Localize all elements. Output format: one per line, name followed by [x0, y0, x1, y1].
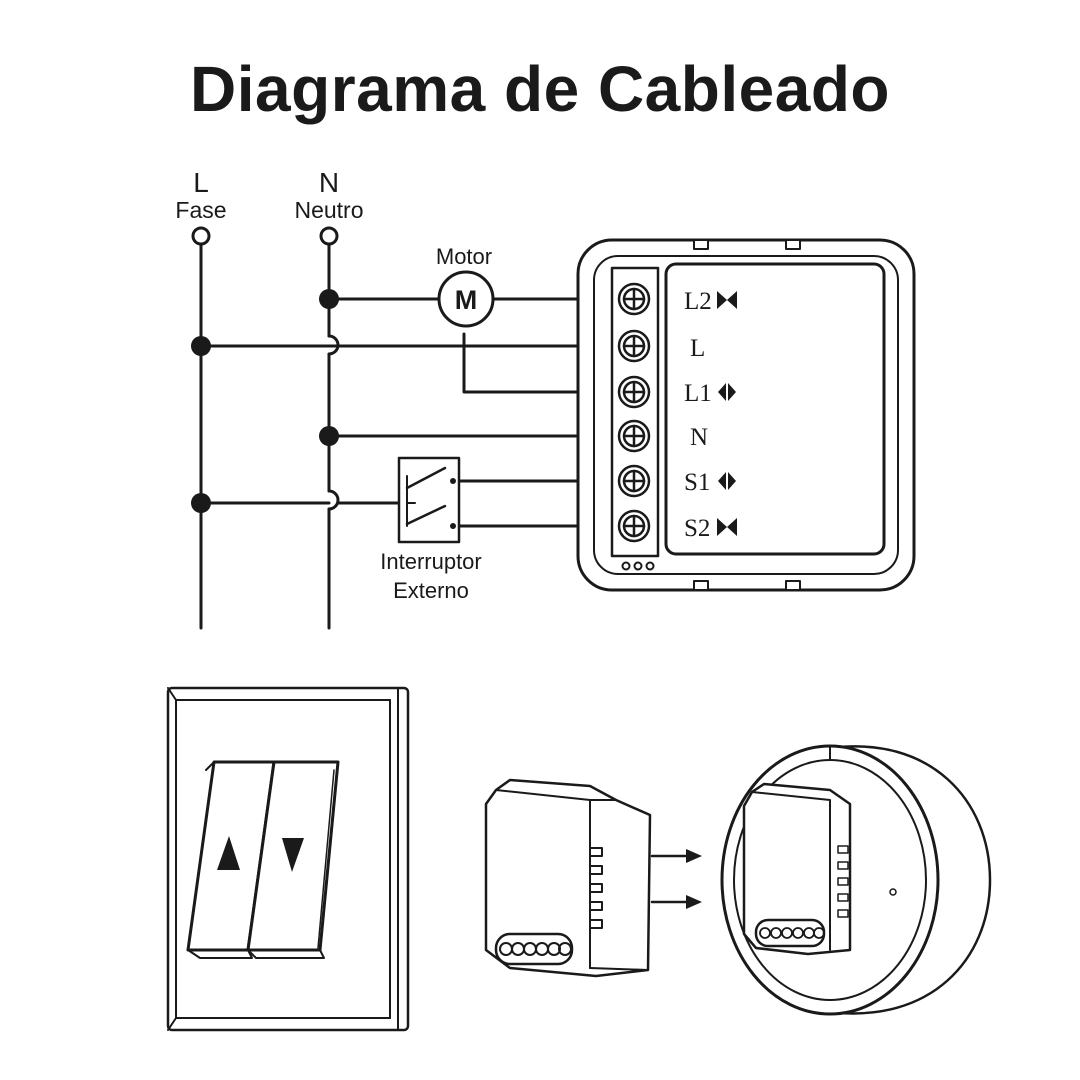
phase-line [191, 226, 211, 630]
up-arrow-icon [217, 836, 240, 870]
motor-symbol [437, 270, 495, 328]
switch-label-line2: Externo [393, 578, 469, 603]
diagram-title: Diagrama de Cableado [190, 53, 890, 125]
screw-terminal-l [617, 329, 651, 363]
switch-label-line1: Interruptor [380, 549, 482, 574]
bowtie-icon [717, 291, 737, 309]
phase-label: Fase [175, 197, 226, 223]
screw-terminal-s1 [617, 464, 651, 498]
neutral-label: Neutro [294, 197, 363, 223]
terminal-label-l: L [690, 335, 705, 362]
motor-label: Motor [436, 244, 492, 269]
double-arrow-icon [718, 383, 736, 401]
module-perspective-illustration [484, 778, 652, 978]
external-switch-symbol [397, 456, 461, 544]
terminal-label-l2: L2 [684, 288, 712, 315]
motor-symbol-letter: M [455, 285, 478, 315]
screw-terminal-n [617, 419, 651, 453]
neutral-letter: N [319, 167, 339, 198]
insert-arrows [650, 849, 702, 909]
screw-terminals [617, 282, 651, 543]
screw-terminal-l2 [617, 282, 651, 316]
bowtie-icon [717, 518, 737, 536]
wall-box-illustration [720, 744, 992, 1016]
terminal-label-s2: S2 [684, 515, 710, 542]
screw-terminal-l1 [617, 375, 651, 409]
double-arrow-icon [718, 472, 736, 490]
terminal-label-n: N [690, 424, 708, 451]
neutral-line [319, 226, 340, 630]
screw-terminal-s2 [617, 509, 651, 543]
terminal-label-l1: L1 [684, 380, 712, 407]
wall-switch-illustration [166, 686, 410, 1032]
phase-letter: L [193, 167, 209, 198]
terminal-label-s1: S1 [684, 469, 710, 496]
down-arrow-icon [282, 838, 304, 872]
